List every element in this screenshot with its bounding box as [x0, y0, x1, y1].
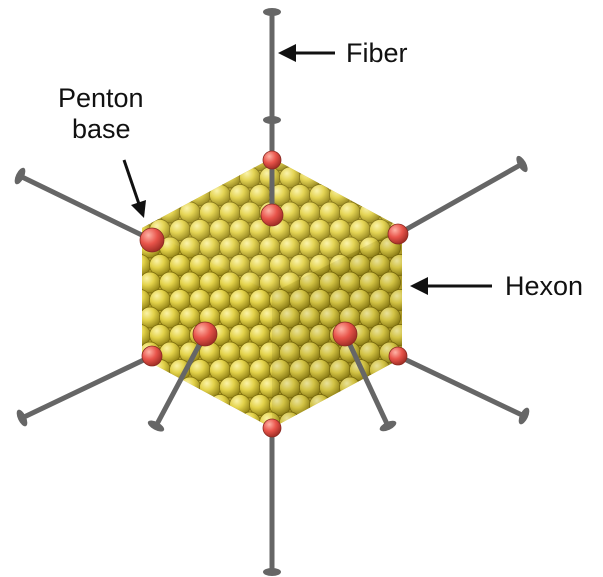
fiber-shaft [398, 164, 522, 234]
fiber-shaft [398, 356, 524, 416]
hexon-sphere [190, 430, 211, 451]
fiber-shaft [22, 356, 152, 418]
fiber-knob [263, 116, 281, 124]
hexon-sphere [180, 167, 201, 188]
fiber-label-group: Fiber [278, 38, 408, 68]
arrow-left-icon [410, 277, 492, 295]
hexon-sphere [390, 150, 411, 171]
penton-base [140, 228, 164, 252]
penton-base-label-line2: base [72, 114, 131, 144]
hexon-sphere [170, 150, 191, 171]
hexon-sphere [200, 167, 221, 188]
hexon-sphere [360, 412, 381, 433]
hexon-sphere [150, 185, 171, 206]
hexon-label: Hexon [505, 271, 583, 301]
hexon-sphere [140, 167, 161, 188]
hexon-sphere [350, 150, 371, 171]
hexon-sphere [220, 412, 241, 433]
hexon-sphere [300, 412, 321, 433]
fiber-knob [263, 8, 281, 16]
hexon-sphere [370, 150, 391, 171]
arrow-down-right-icon [124, 160, 146, 218]
hexon-sphere [140, 377, 161, 398]
hexon-sphere [370, 430, 391, 451]
hexon-sphere [150, 430, 171, 451]
fiber-knob [263, 568, 281, 576]
fiber-knob [146, 418, 166, 434]
hexon-sphere [330, 430, 351, 451]
fiber-label: Fiber [346, 38, 408, 68]
hexon-sphere [180, 412, 201, 433]
penton-base [333, 322, 357, 346]
hexon-sphere [130, 150, 151, 171]
hexon-sphere [310, 430, 331, 451]
hexon-sphere [240, 412, 261, 433]
hexon-sphere [340, 412, 361, 433]
hexon-sphere [150, 150, 171, 171]
hexon-sphere [170, 185, 191, 206]
hexon-sphere [210, 150, 231, 171]
hexon-sphere [320, 412, 341, 433]
hexon-label-group: Hexon [410, 271, 583, 301]
hexon-sphere [130, 395, 151, 416]
fiber-knob [514, 154, 530, 174]
penton-base [388, 224, 408, 244]
hexon-sphere [320, 167, 341, 188]
hexon-sphere [310, 150, 331, 171]
hexon-sphere [290, 430, 311, 451]
hexon-sphere [230, 150, 251, 171]
penton-base-label-line1: Penton [58, 83, 144, 113]
penton-base [263, 419, 281, 437]
hexon-sphere [360, 167, 381, 188]
hexon-sphere [210, 395, 231, 416]
hexon-sphere [190, 150, 211, 171]
hexon-sphere [190, 395, 211, 416]
hexon-sphere [380, 377, 401, 398]
hexon-sphere [330, 150, 351, 171]
hexon-sphere [340, 167, 361, 188]
hexon-sphere [160, 167, 181, 188]
penton-base [193, 322, 217, 346]
hexon-sphere [200, 412, 221, 433]
penton-base [261, 204, 283, 226]
penton-base-label-group: Penton base [58, 83, 146, 218]
hexon-sphere [170, 430, 191, 451]
penton-base [389, 347, 407, 365]
penton-base [263, 151, 281, 169]
hexon-sphere [380, 167, 401, 188]
arrow-left-icon [278, 44, 335, 62]
hexon-sphere [130, 430, 151, 451]
hexon-sphere [330, 395, 351, 416]
hexon-sphere [390, 395, 411, 416]
penton-base [142, 346, 162, 366]
hexon-sphere [350, 395, 371, 416]
hexon-sphere [370, 185, 391, 206]
hexon-sphere [390, 430, 411, 451]
hexon-sphere [290, 150, 311, 171]
hexon-sphere [230, 430, 251, 451]
hexon-sphere [350, 430, 371, 451]
hexon-sphere [210, 430, 231, 451]
hexon-sphere [390, 185, 411, 206]
